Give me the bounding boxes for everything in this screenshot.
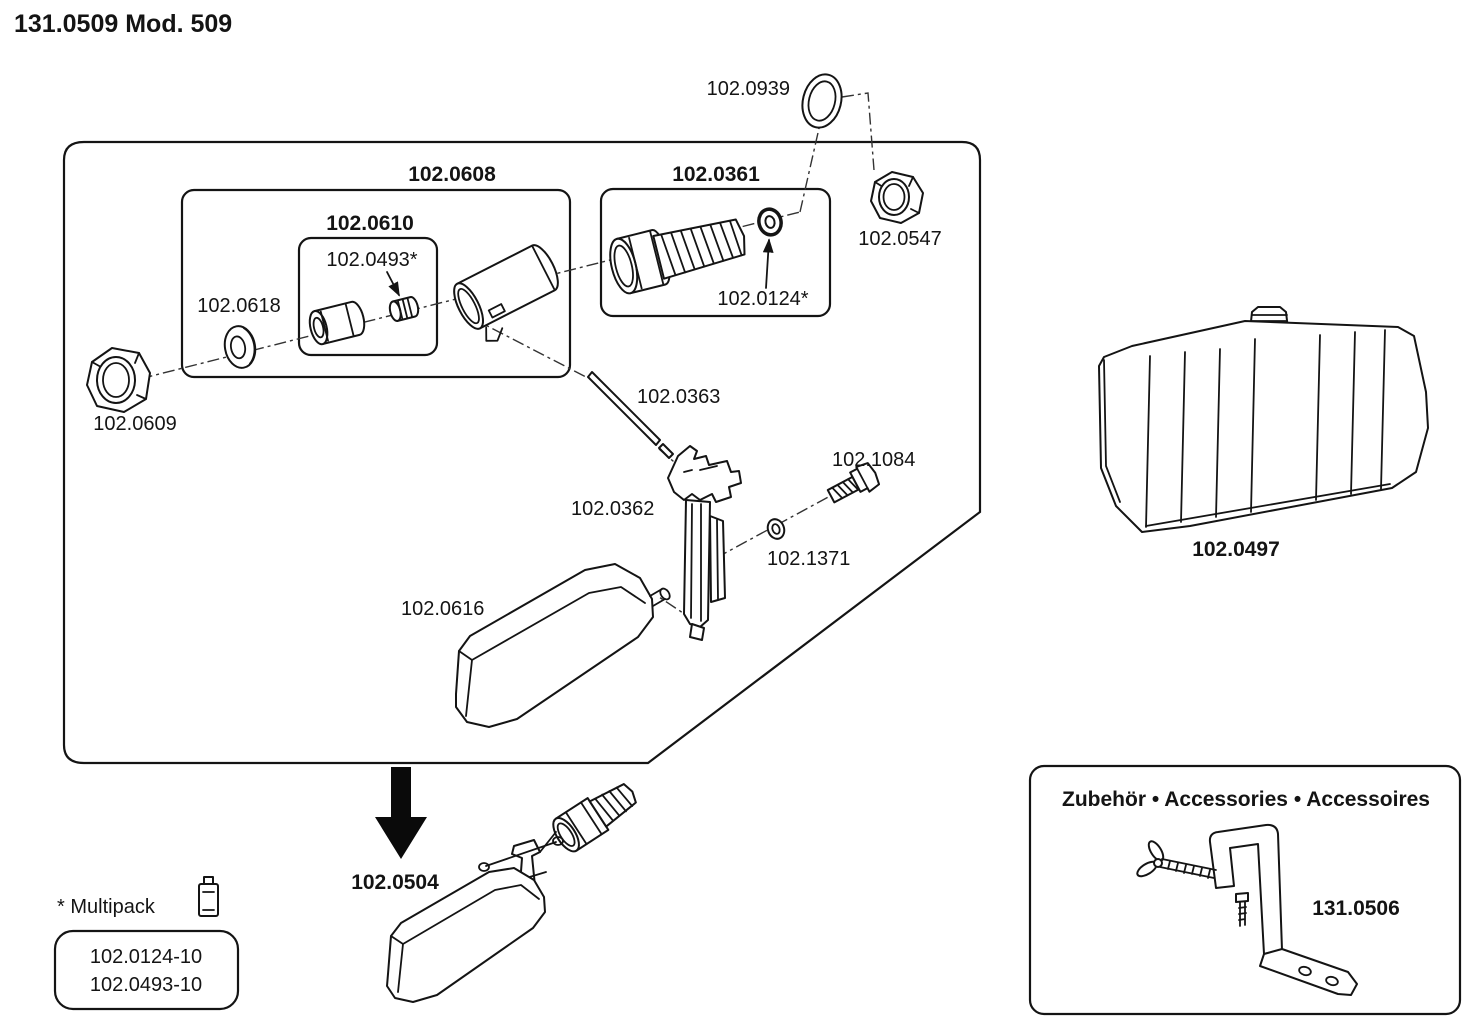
part-oring-102-0124: [757, 207, 783, 237]
part-nut-102-0547: [870, 171, 924, 224]
multipack-tube-icon: [198, 876, 219, 917]
label-102-0616: 102.0616: [401, 598, 484, 620]
label-102-0361: 102.0361: [672, 163, 760, 186]
part-clamp-131-0506: [1136, 823, 1358, 996]
part-nut-102-0609: [86, 347, 151, 413]
part-tank-102-0497: [1098, 306, 1429, 533]
part-insert-102-0493: [388, 296, 420, 322]
part-tank-102-0616: [455, 563, 671, 728]
part-bushing-102-0610: [308, 300, 366, 346]
label-102-0547: 102.0547: [858, 228, 941, 250]
label-102-0609: 102.0609: [93, 413, 176, 435]
multipack-item-2: 102.0493-10: [90, 974, 202, 996]
accessories-box: [1028, 764, 1462, 1016]
accessories-header: Zubehör • Accessories • Accessoires: [1062, 788, 1430, 811]
label-102-0362: 102.0362: [571, 498, 654, 520]
part-connector-102-0361: [609, 218, 746, 295]
multipack-label: * Multipack: [57, 896, 156, 918]
part-washer-102-1371: [766, 518, 786, 540]
page-title: 131.0509 Mod. 509: [14, 10, 232, 38]
assembly-102-0504: [386, 783, 637, 1003]
multipack-box: [53, 929, 240, 1011]
label-102-0610: 102.0610: [326, 212, 414, 235]
label-102-1371: 102.1371: [767, 548, 850, 570]
label-102-0363: 102.0363: [637, 386, 720, 408]
multipack-item-1: 102.0124-10: [90, 946, 202, 968]
label-102-0504: 102.0504: [351, 871, 439, 894]
group-box-102-0608: [180, 188, 572, 379]
leader-arrow-102-0493: [386, 271, 400, 297]
main-diagram-frame: [62, 140, 982, 765]
leader-arrow-102-0124: [762, 238, 774, 289]
label-102-0939: 102.0939: [707, 78, 790, 100]
part-screw-102-1084: [826, 462, 881, 504]
label-102-0618: 102.0618: [197, 295, 280, 317]
group-box-102-0610: [297, 236, 439, 357]
label-102-0493: 102.0493*: [326, 249, 417, 271]
label-102-0497: 102.0497: [1192, 538, 1280, 561]
part-rod-102-0363: [587, 371, 674, 459]
label-102-0124: 102.0124*: [717, 288, 808, 310]
group-box-102-0361: [599, 187, 832, 318]
part-cylinder-102-0608: [453, 244, 559, 342]
down-arrow: [375, 767, 427, 859]
label-102-0608: 102.0608: [408, 163, 496, 186]
label-102-1084: 102.1084: [832, 449, 915, 471]
part-washer-102-0618: [223, 325, 257, 369]
part-bracket-102-0362: [667, 445, 742, 641]
part-seal-102-0939: [801, 73, 843, 129]
label-131-0506: 131.0506: [1312, 897, 1400, 920]
